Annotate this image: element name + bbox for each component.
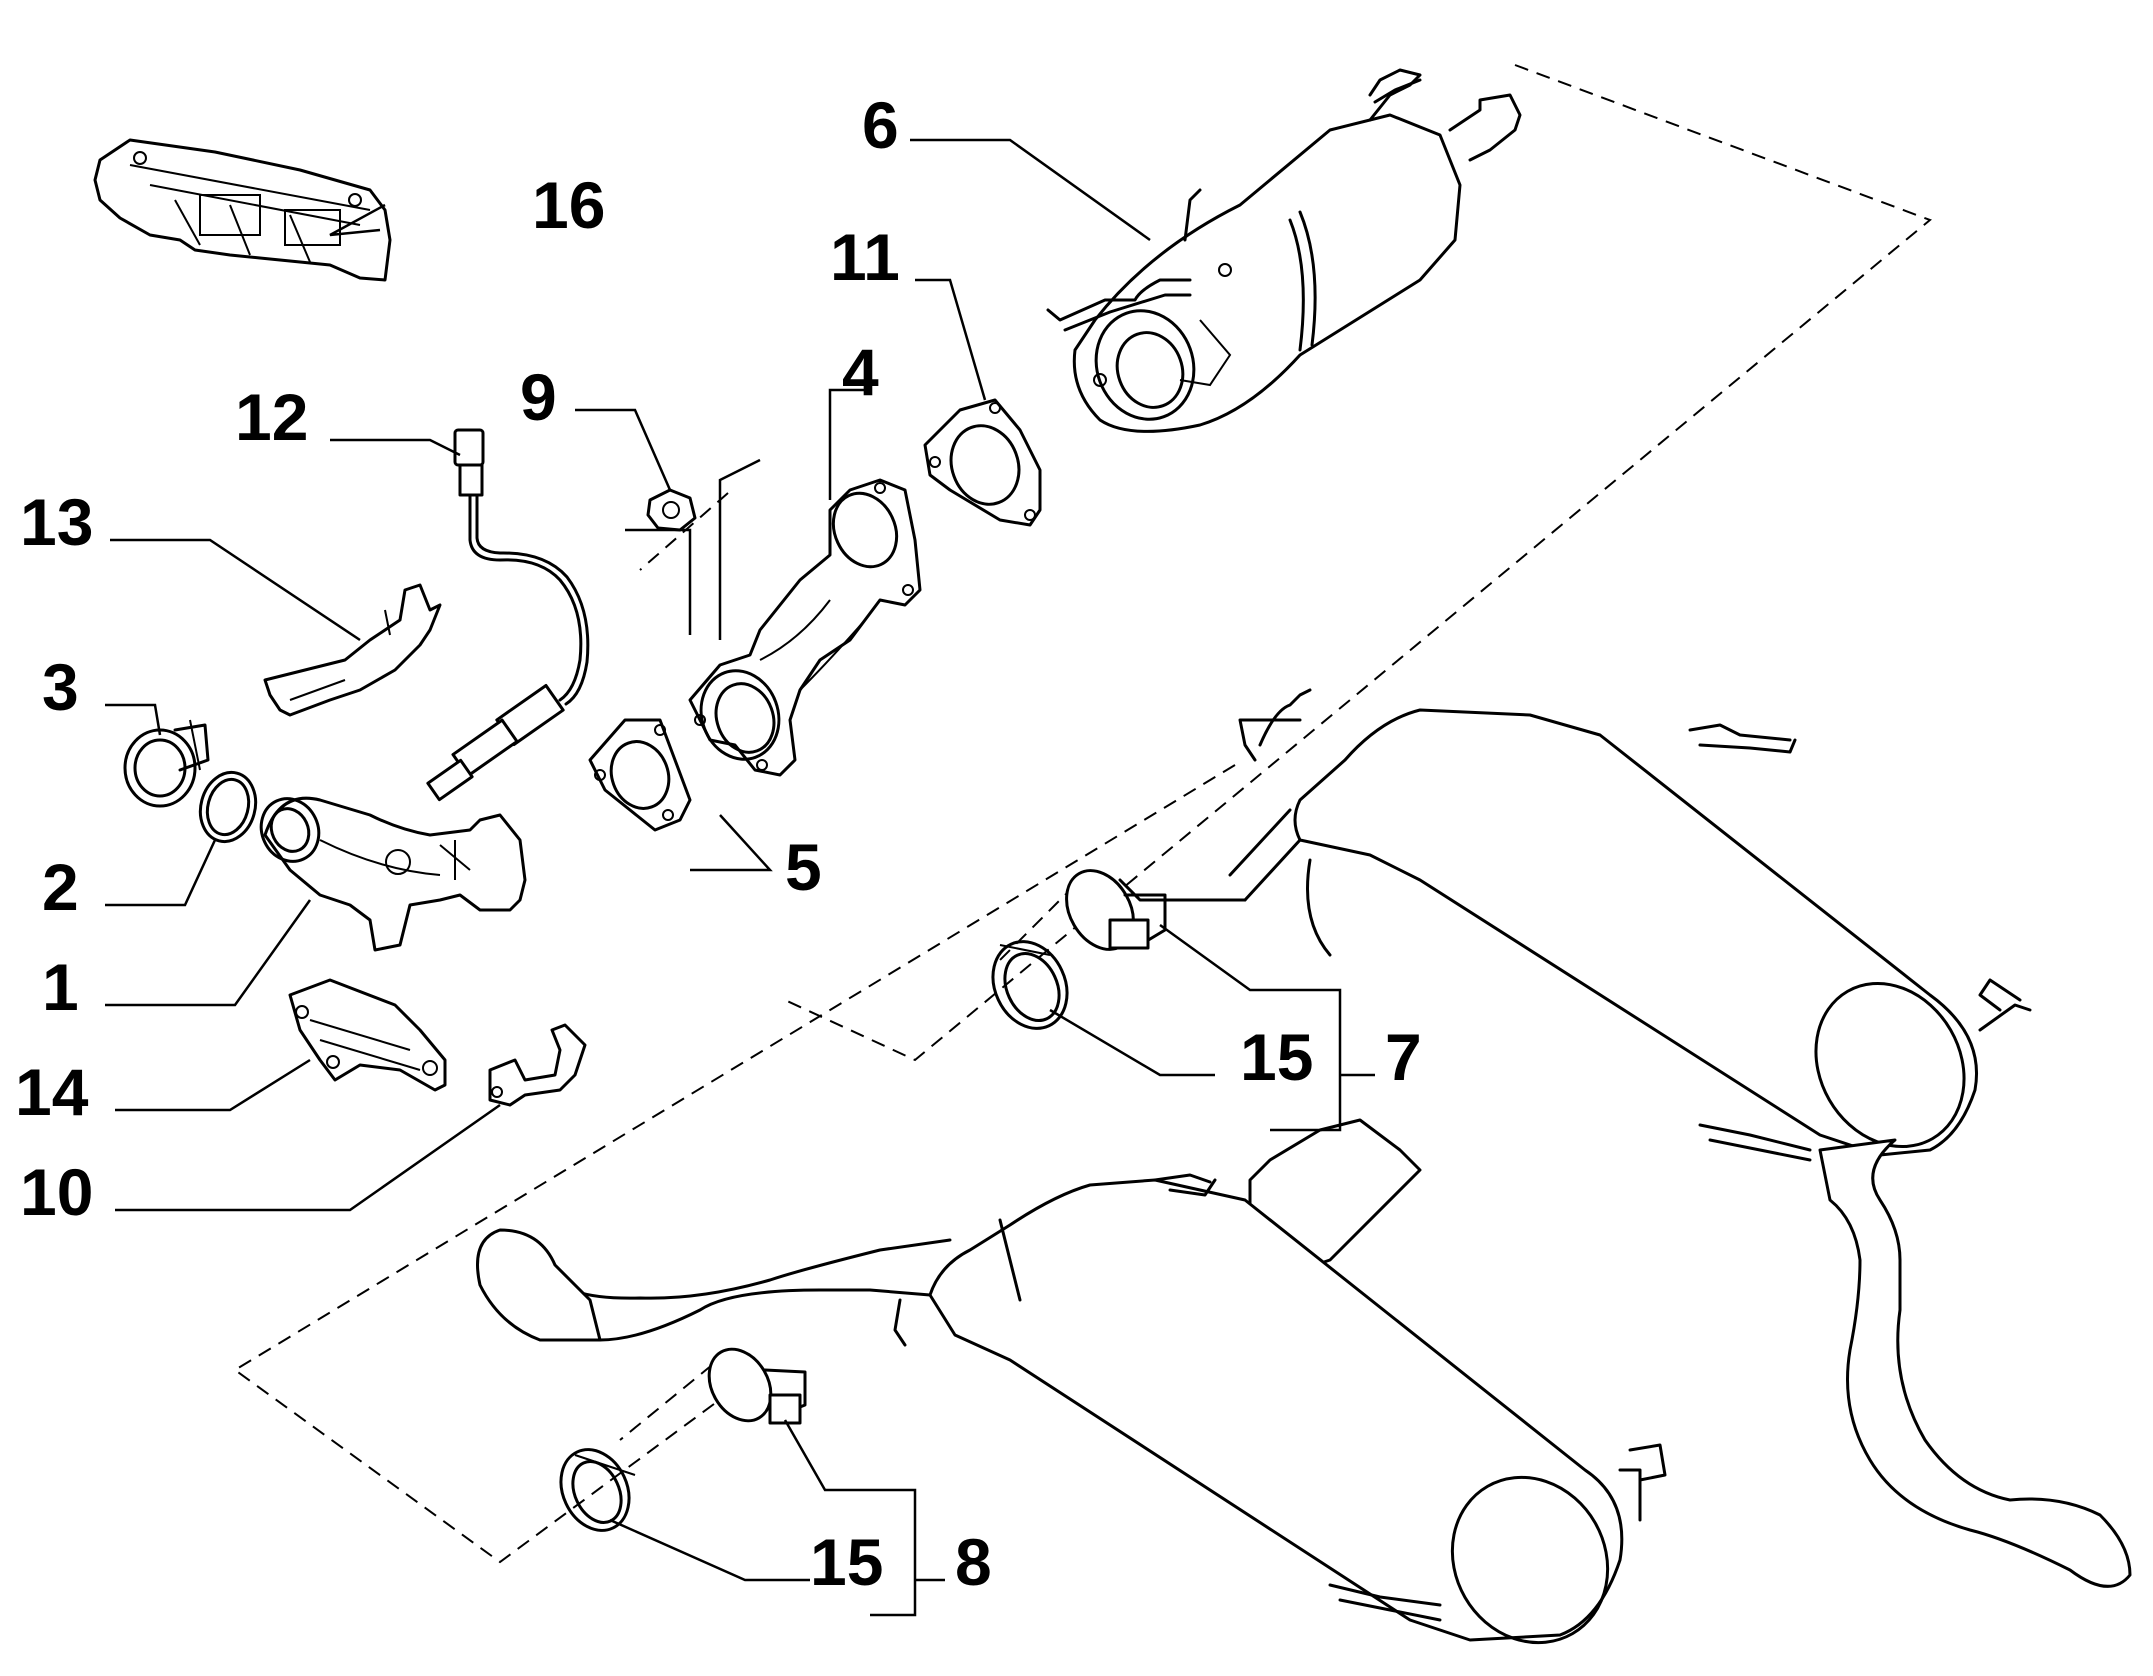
callout-labels: 16 12 13 9 6 11 4 3 2 5 1 14 10 15 7 15 … <box>15 88 1422 1599</box>
callout-12: 12 <box>235 380 308 454</box>
callout-1: 1 <box>42 950 79 1024</box>
lambda-sensor-icon <box>426 428 590 802</box>
callout-11: 11 <box>830 220 900 294</box>
callout-13: 13 <box>20 485 93 559</box>
assembly-outline-upper <box>639 64 1932 1062</box>
nut-icon <box>646 488 697 532</box>
callout-6: 6 <box>862 88 899 162</box>
callout-5: 5 <box>785 830 822 904</box>
callout-14: 14 <box>15 1055 89 1129</box>
callout-4: 4 <box>842 335 879 409</box>
muffler-icon <box>476 1173 1667 1645</box>
clamp-icon <box>559 1347 807 1532</box>
callout-7: 7 <box>1385 1020 1422 1094</box>
callout-15-upper: 15 <box>1240 1020 1313 1094</box>
gasket-icon <box>198 770 258 844</box>
pipe-icon <box>688 478 922 777</box>
assembly-outline-lower <box>233 764 1236 1564</box>
callout-15-lower: 15 <box>810 1525 883 1599</box>
clamp-icon <box>123 719 210 808</box>
gasket-icon <box>588 718 692 832</box>
callout-8: 8 <box>955 1525 992 1599</box>
callout-9: 9 <box>520 360 557 434</box>
pipe-icon <box>259 796 527 952</box>
small-bracket-icon <box>488 1023 587 1107</box>
clamp-icon <box>991 869 1167 1030</box>
callout-2: 2 <box>42 850 79 924</box>
leader-lines <box>105 138 1375 1617</box>
muffler-icon <box>1118 688 2132 1588</box>
callout-16: 16 <box>532 168 605 242</box>
catalyst-icon <box>1046 68 1522 433</box>
heat-shield-icon <box>93 138 392 282</box>
dashed-guide-lines <box>619 884 1076 1441</box>
bracket-plate-icon <box>288 978 447 1092</box>
gasket-icon <box>923 398 1042 527</box>
bracket-icon <box>263 583 442 717</box>
callout-10: 10 <box>20 1155 93 1229</box>
callout-3: 3 <box>42 650 79 724</box>
